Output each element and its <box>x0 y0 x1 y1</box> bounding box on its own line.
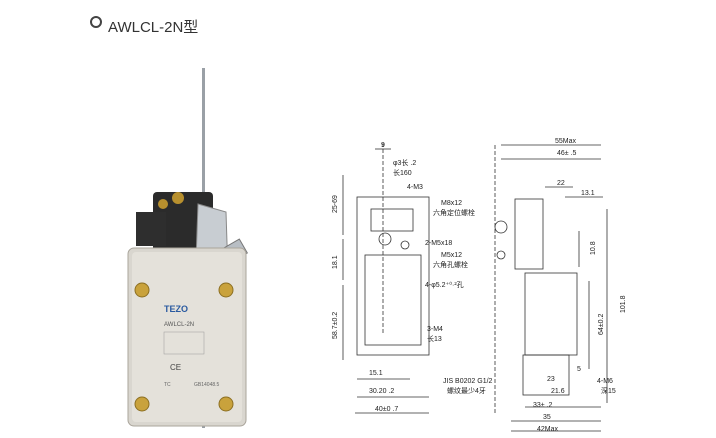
screw-icon <box>134 396 150 412</box>
callout-m5: 2-M5x18 <box>425 240 452 247</box>
dim-h-58: 58.7±0.2 <box>332 312 339 339</box>
callout-m4-len: 长13 <box>427 334 442 343</box>
brand-label: TEZO <box>164 304 188 314</box>
side-view <box>494 144 608 432</box>
dim-h-18: 18.1 <box>332 255 339 269</box>
dim-h-10: 10.8 <box>590 241 597 255</box>
dim-h-101: 101.8 <box>620 295 627 313</box>
corner-mark: TC <box>164 382 171 388</box>
dim-w-30: 30.20 .2 <box>369 388 394 395</box>
dim-w-42: 42Max <box>537 426 559 433</box>
dim-rod-len: 长160 <box>393 168 412 177</box>
dim-w-40: 40±0 .7 <box>375 406 398 413</box>
dim-top-width: 9 <box>381 142 385 149</box>
dim-h-25: 25-69 <box>332 195 339 213</box>
callout-m5-desc: 六角孔螺栓 <box>433 260 468 269</box>
dim-w-35: 35 <box>543 414 551 421</box>
standard-label: GB14048.5 <box>194 382 220 388</box>
dim-w-55: 55Max <box>555 138 577 145</box>
dim-w-13: 13.1 <box>581 190 595 197</box>
technical-drawing: 9 φ3长 .2 长160 4-M3 2-M5x18 4-φ5.2⁺⁰·²孔 3… <box>332 138 627 433</box>
dim-h-5: 5 <box>577 366 581 373</box>
callout-m6-depth: 深15 <box>601 386 616 395</box>
page-title: AWLCL-2N型 <box>108 18 199 36</box>
bullet-icon <box>90 16 102 28</box>
ce-mark: CE <box>170 363 181 372</box>
dim-h-64: 64±0.2 <box>598 314 605 335</box>
product-photo: TEZO AWLCL-2N CE TC GB14048.5 <box>127 68 249 428</box>
dim-w-21: 21.6 <box>551 388 565 395</box>
callout-m4: 3-M4 <box>427 326 443 333</box>
callout-hole: 4-φ5.2⁺⁰·²孔 <box>425 281 464 289</box>
screw-icon <box>218 396 234 412</box>
callout-m3: 4-M3 <box>407 184 423 191</box>
callout-m6: 4-M6 <box>597 378 613 385</box>
dim-w-33: 33± .2 <box>533 402 553 409</box>
dim-rod-dia: φ3长 .2 <box>393 158 416 167</box>
callout-m5-side: M5x12 <box>441 252 462 259</box>
callout-m8-desc: 六角定位螺栓 <box>433 208 475 217</box>
model-label: AWLCL-2N <box>164 322 194 328</box>
callout-m8: M8x12 <box>441 200 462 207</box>
front-view <box>342 143 430 414</box>
screw-icon <box>134 282 150 298</box>
dim-w-22: 22 <box>557 180 565 187</box>
callout-jis: JIS B0202 G1/2 <box>443 378 493 385</box>
dim-w-15: 15.1 <box>369 370 383 377</box>
screw-icon <box>218 282 234 298</box>
dim-w-46: 46± .5 <box>557 150 577 157</box>
dim-w-23: 23 <box>547 376 555 383</box>
title-row: AWLCL-2N型 <box>90 14 198 38</box>
callout-jis-desc: 螺纹最少4牙 <box>447 386 486 395</box>
